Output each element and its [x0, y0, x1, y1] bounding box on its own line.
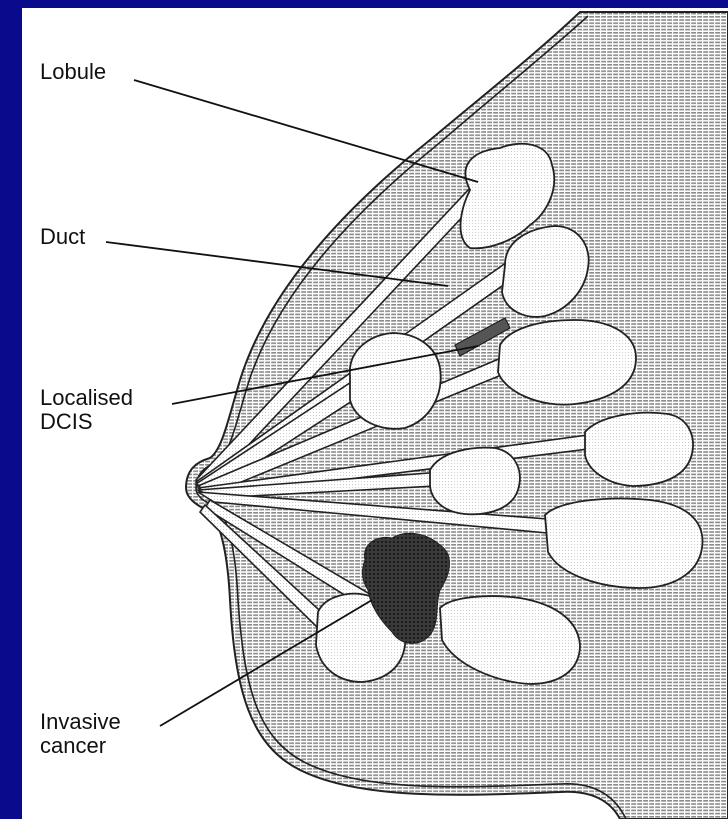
lobule-4	[498, 320, 636, 405]
illustration-panel: Lobule Duct Localised DCIS Invasive canc…	[22, 8, 728, 819]
lobule-3	[350, 333, 441, 429]
invasive-cancer-label: Invasive cancer	[40, 710, 121, 758]
lobule-5	[585, 413, 693, 486]
lobule-label: Lobule	[40, 60, 106, 84]
lobule-leader-line	[134, 80, 478, 182]
localised-dcis-label: Localised DCIS	[40, 386, 133, 434]
lobule-6	[430, 448, 520, 515]
duct-label: Duct	[40, 225, 85, 249]
